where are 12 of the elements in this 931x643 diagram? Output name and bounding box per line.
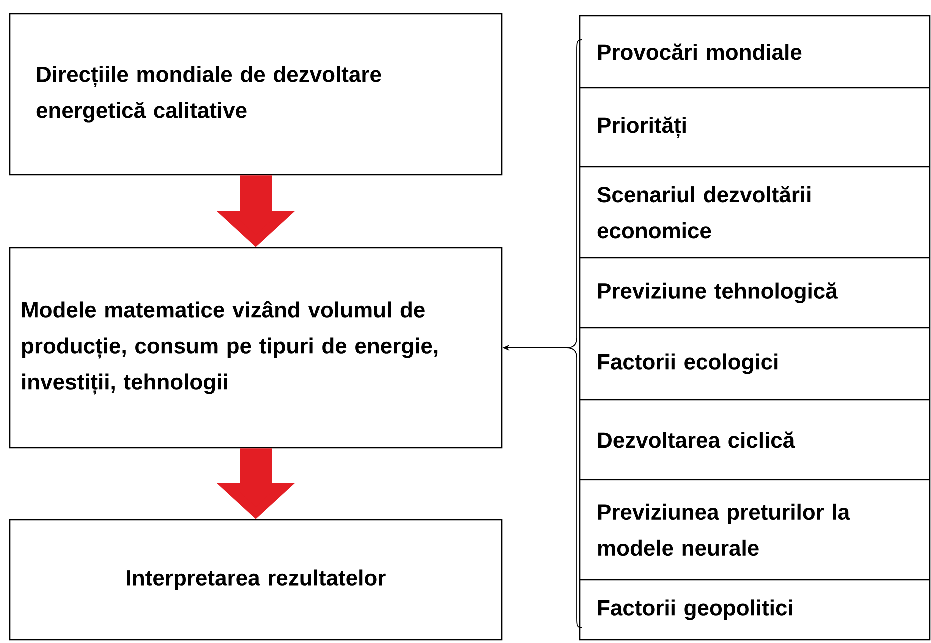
factor-row: Factorii geopolitici [598,600,792,620]
factor-row: Priorități [598,116,686,138]
factor-row: Scenariul dezvoltării economice [598,186,811,239]
process-box: Direcțiile mondiale de dezvoltare energetică calitative [9,13,503,176]
factor-row: Provocări mondiale [598,44,802,60]
factor-row: Dezvoltarea ciclică [598,432,796,448]
factor-row: Previziune tehnologică [598,282,838,304]
table-frame [579,15,931,641]
process-box: Modele matematice vizând volumul de producție, consum pe tipuri de energie, investiții, tehnologii [9,247,503,449]
factor-row: Factorii ecologici [598,354,778,374]
process-box: Interpretarea rezultatelor [9,519,503,641]
factor-row: Previziunea preturilor la modele neurale [598,504,850,556]
